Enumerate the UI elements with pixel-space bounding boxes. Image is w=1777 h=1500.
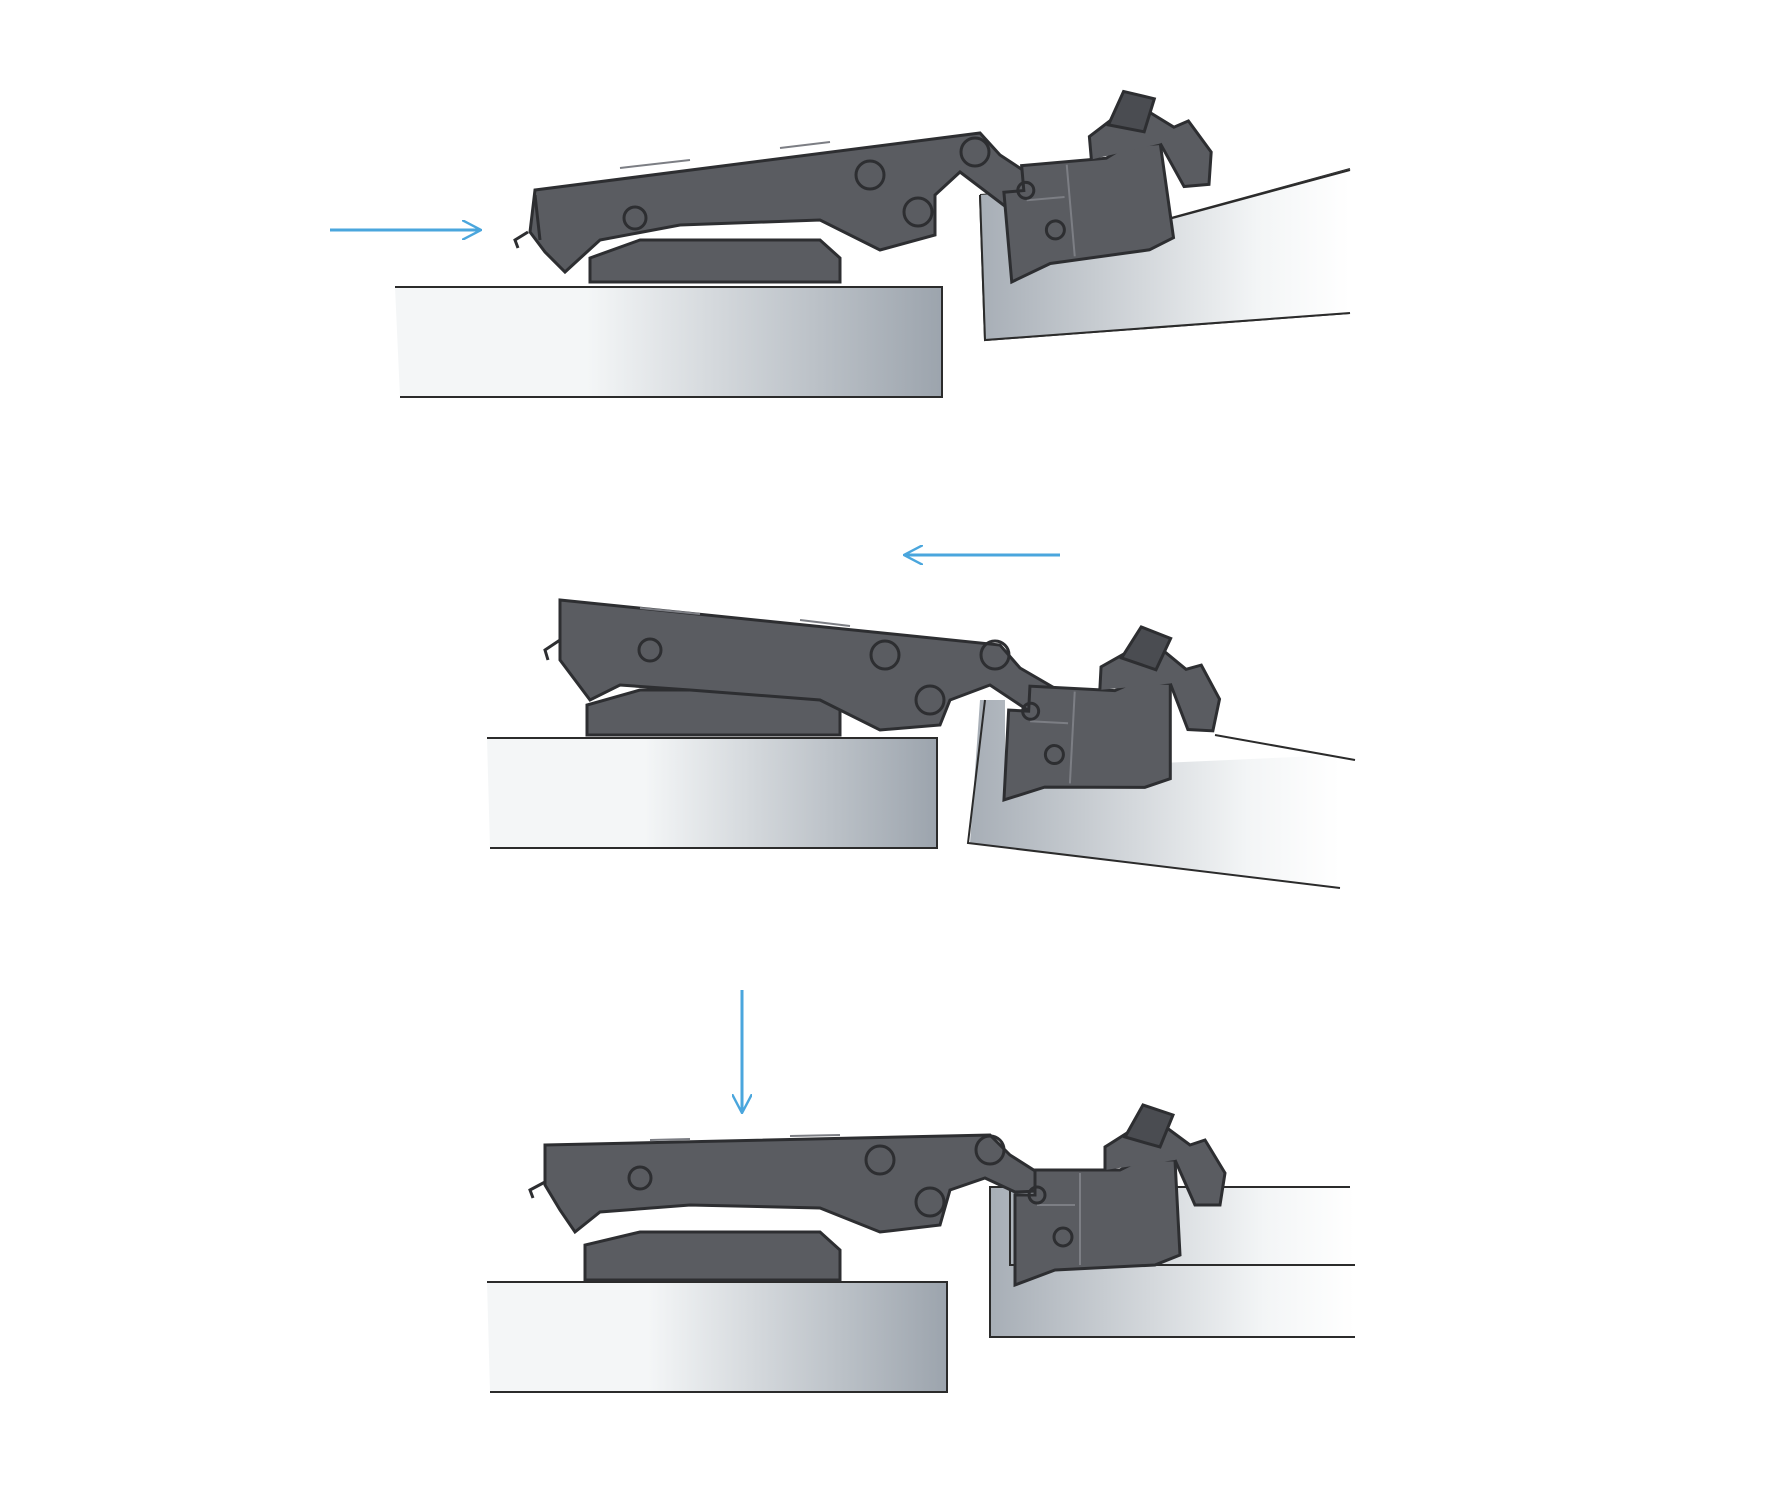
mounting-plate	[588, 238, 842, 284]
step-1-group	[330, 82, 1351, 398]
step-3-group	[487, 990, 1355, 1393]
cabinet-panel	[395, 286, 943, 398]
cabinet-panel	[487, 737, 938, 849]
cabinet-panel	[487, 1281, 948, 1393]
hinge-arm	[558, 598, 1079, 732]
mounting-plate	[583, 1230, 842, 1282]
hinge-arm	[543, 1133, 1070, 1235]
door-panel	[966, 699, 1341, 889]
step-2-group	[487, 555, 1356, 889]
